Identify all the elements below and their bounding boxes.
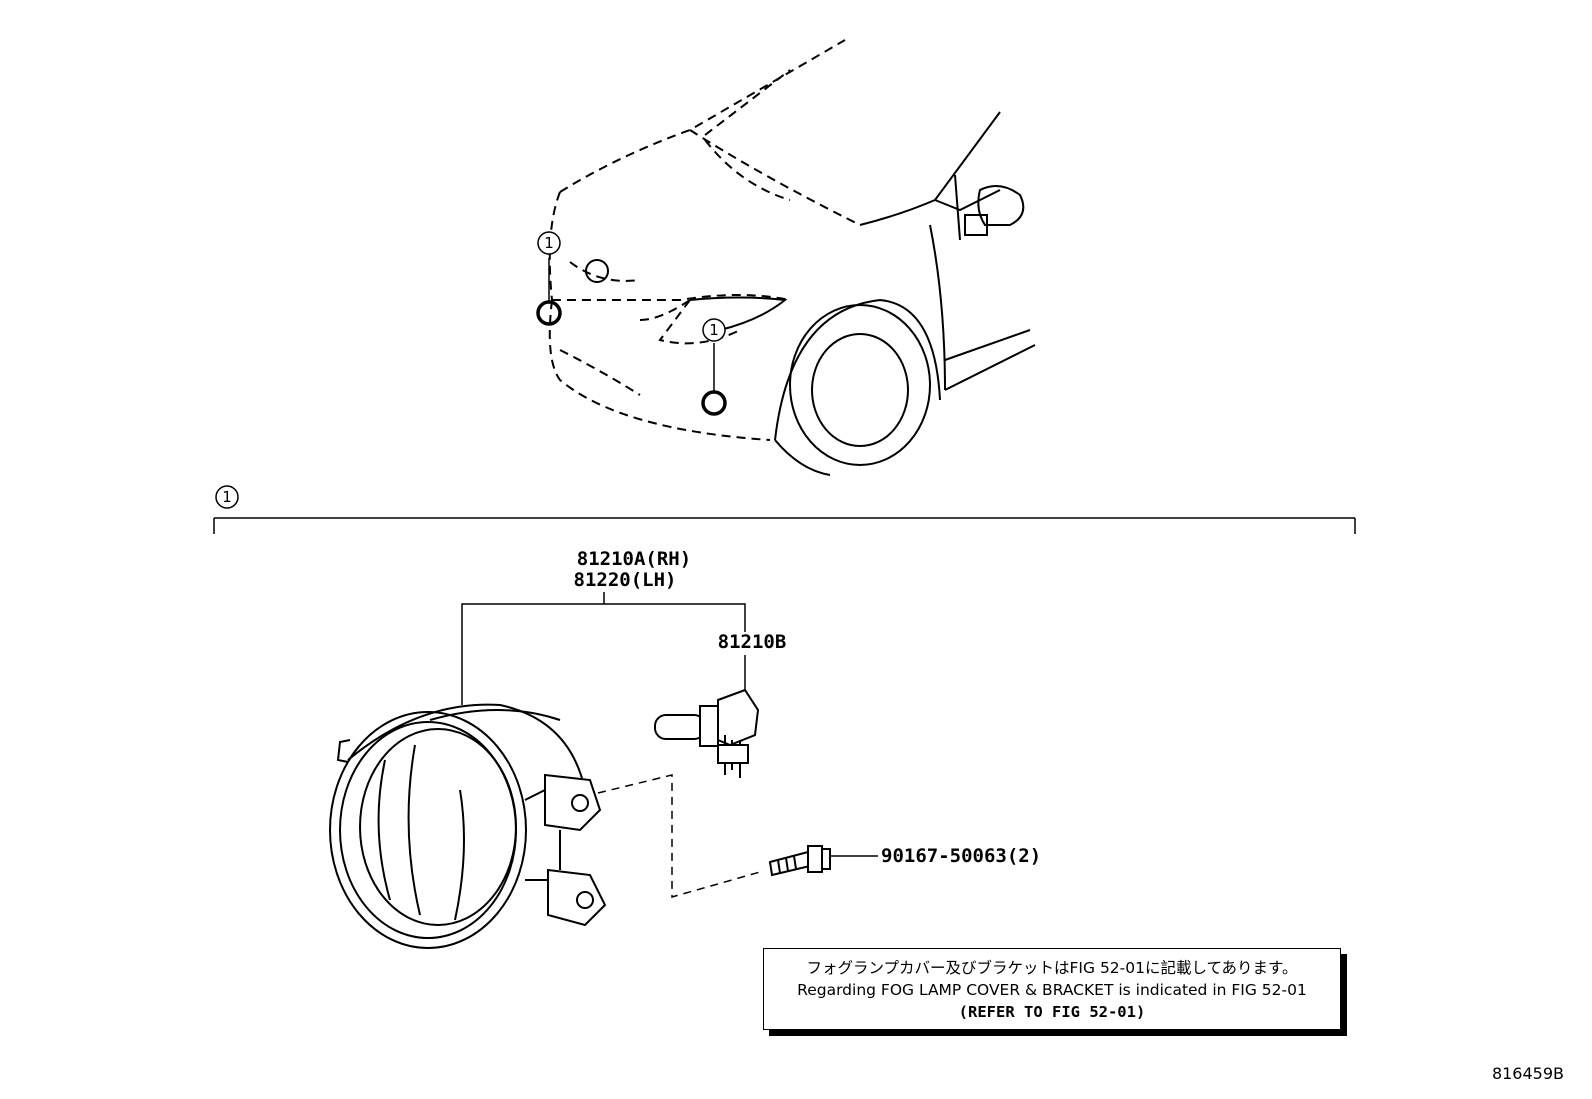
section-callout-label: 1 [222,488,232,506]
note-english-line: Regarding FOG LAMP COVER & BRACKET is in… [797,981,1307,999]
part-number-housing-rh: 81210A(RH) [577,548,691,570]
part-number-screw: 90167-50063(2) [881,845,1041,867]
callout-label: 1 [709,321,719,339]
fog-lamp-location-right: 1 [701,318,727,416]
part-number-housing-lh: 81220(LH) [574,569,677,591]
figure-id: 816459B [1491,1064,1564,1083]
leader-lines [461,592,878,898]
fog-lamp-bulb [654,688,760,778]
note-reference-line: (REFER TO FIG 52-01) [958,1003,1146,1021]
part-number-bulb: 81210B [718,631,787,653]
note-japanese-line: フォグランプカバー及びブラケットはFIG 52-01に記載してあります。 [806,959,1298,977]
fog-lamp-housing [329,703,607,949]
screw-bolt [768,845,831,877]
reference-note-box: フォグランプカバー及びブラケットはFIG 52-01に記載してあります。 Reg… [763,948,1341,1030]
car-front-illustration [548,39,1036,476]
callout-label: 1 [544,234,554,252]
section-bracket [213,485,1356,534]
fog-lamp-location-left: 1 [536,231,562,326]
